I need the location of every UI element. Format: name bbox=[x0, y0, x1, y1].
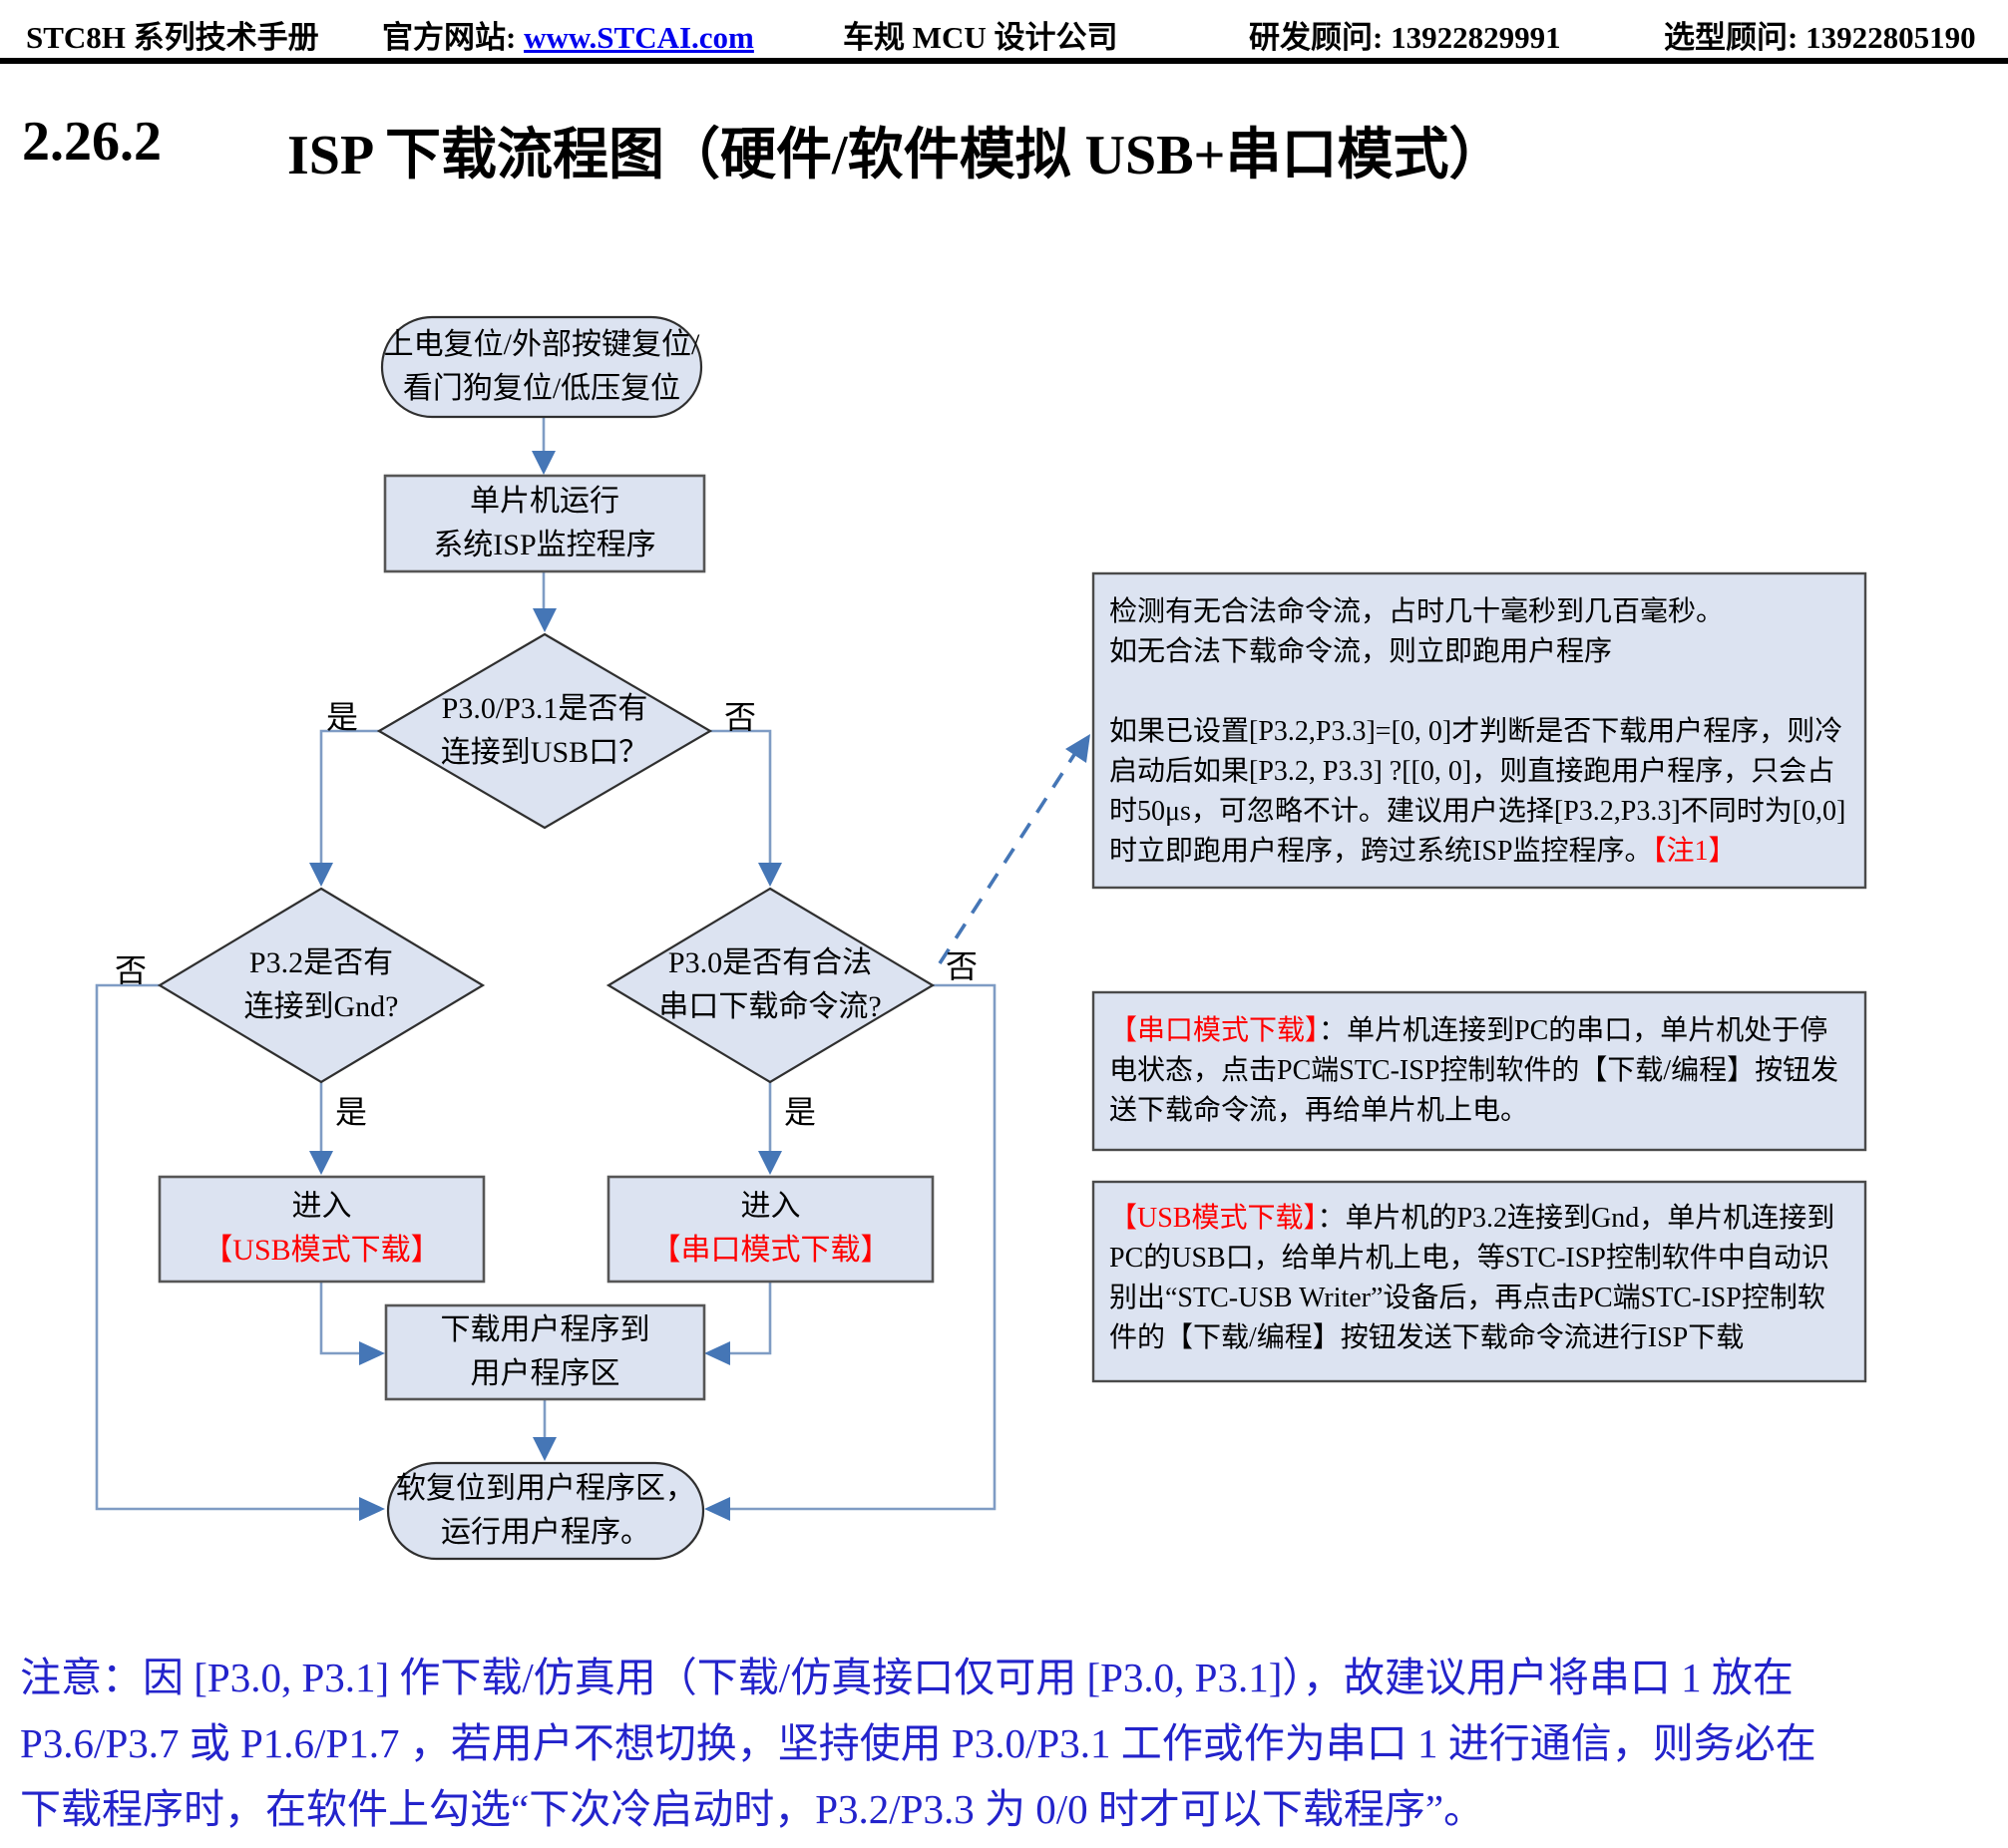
decision-serial-line1: P3.0是否有合法 bbox=[667, 946, 873, 979]
decision-usb-label: P3.0/P3.1是否有 连接到USB口？ bbox=[395, 687, 694, 775]
run-isp-line2: 系统ISP监控程序 bbox=[433, 529, 656, 561]
serial-mode-para: 【串口模式下载】：单片机连接到PC的串口，单片机处于停电状态，点击PC端STC-… bbox=[1109, 1011, 1851, 1131]
note1-p1: 检测有无合法命令流，占时几十毫秒到几百毫秒。 bbox=[1109, 596, 1725, 627]
soft-reset-line2: 运行用户程序。 bbox=[441, 1516, 650, 1549]
decision-usb-line2: 连接到USB口？ bbox=[440, 736, 649, 769]
download-line2: 用户程序区 bbox=[470, 1357, 620, 1390]
annotation-usb-text: 【USB模式下载】：单片机的P3.2连接到Gnd，单片机连接到PC的USB口，给… bbox=[1109, 1199, 1851, 1358]
website-link[interactable]: www.STCAI.com bbox=[524, 20, 754, 55]
connector-serial-to-download bbox=[728, 1282, 772, 1355]
note-line3: 下载程序时，在软件上勾选“下次冷启动时，P3.2/P3.3 为 0/0 时才可以… bbox=[20, 1786, 1485, 1832]
enter-serial-node-label: 进入 【串口模式下载】 bbox=[608, 1185, 933, 1273]
decision-usb-shape bbox=[376, 632, 713, 830]
enter-usb-line1: 进入 bbox=[291, 1190, 352, 1223]
connector-dgnd-no bbox=[95, 983, 361, 1511]
soft-reset-node-shape bbox=[386, 1461, 705, 1561]
usb-mode-para: 【USB模式下载】：单片机的P3.2连接到Gnd，单片机连接到PC的USB口，给… bbox=[1109, 1199, 1851, 1358]
label-dusb-no: 否 bbox=[724, 699, 757, 735]
arrowhead bbox=[359, 1497, 385, 1521]
annotation-note1-box bbox=[1091, 571, 1867, 890]
download-node-label: 下载用户程序到 用户程序区 bbox=[386, 1308, 704, 1396]
run-isp-node-label: 单片机运行 系统ISP监控程序 bbox=[385, 480, 704, 567]
start-line2: 看门狗复位/低压复位 bbox=[402, 372, 681, 405]
arrowhead bbox=[704, 1497, 730, 1521]
arrowhead bbox=[532, 451, 556, 475]
note1-gap bbox=[1109, 672, 1851, 712]
arrowhead bbox=[309, 1151, 333, 1175]
arrowhead bbox=[359, 1341, 385, 1365]
website-label: 官方网站: bbox=[382, 20, 517, 55]
connector-dusb-no bbox=[710, 729, 772, 865]
note-line2: P3.6/P3.7 或 P1.6/P1.7 ，若用户不想切换，坚持使用 P3.0… bbox=[20, 1720, 1816, 1766]
usb-mode-title: 【USB模式下载】 bbox=[1109, 1203, 1318, 1234]
decision-usb-line1: P3.0/P3.1是否有 bbox=[441, 692, 648, 725]
connector-dusb-yes bbox=[319, 729, 379, 865]
section-title: ISP 下载流程图（硬件/软件模拟 USB+串口模式） bbox=[287, 125, 1505, 186]
arrowhead bbox=[758, 863, 782, 887]
serial-mode-body: ：单片机连接到PC的串口，单片机处于停电状态，点击PC端STC-ISP控制软件的… bbox=[1109, 1015, 1839, 1126]
manual-title: STC8H 系列技术手册 bbox=[26, 20, 319, 55]
enter-serial-node-shape bbox=[606, 1175, 935, 1284]
note1-p2: 如无合法下载命令流，则立即跑用户程序 bbox=[1109, 636, 1613, 667]
header-divider bbox=[0, 58, 2008, 64]
annotation-serial-box bbox=[1091, 990, 1867, 1152]
enter-usb-line2: 【USB模式下载】 bbox=[202, 1234, 441, 1267]
soft-reset-node-label: 软复位到用户程序区， 运行用户程序。 bbox=[388, 1467, 703, 1555]
start-node-shape bbox=[380, 315, 703, 419]
download-node-shape bbox=[384, 1303, 706, 1401]
note1-p3: 如果已设置[P3.2,P3.3]=[0, 0]才判断是否下载用户程序，则冷启动后… bbox=[1109, 712, 1851, 872]
run-isp-node-shape bbox=[383, 474, 706, 573]
label-dgnd-no: 否 bbox=[115, 952, 148, 988]
arrowhead bbox=[309, 863, 333, 887]
usb-mode-body: ：单片机的P3.2连接到Gnd，单片机连接到PC的USB口，给单片机上电，等ST… bbox=[1109, 1203, 1835, 1353]
note1-p3-body: 如果已设置[P3.2,P3.3]=[0, 0]才判断是否下载用户程序，则冷启动后… bbox=[1109, 716, 1846, 867]
decision-gnd-line2: 连接到Gnd? bbox=[243, 990, 399, 1023]
label-dserial-no: 否 bbox=[946, 948, 979, 984]
arrowhead bbox=[533, 1437, 557, 1461]
decision-gnd-line1: P3.2是否有 bbox=[248, 946, 394, 979]
decision-gnd-shape bbox=[157, 887, 486, 1084]
dashed-callout-arrowhead bbox=[1065, 734, 1090, 763]
selection-contact: 选型顾问: 13922805190 bbox=[1664, 20, 1976, 55]
enter-usb-node-shape bbox=[158, 1175, 486, 1284]
decision-serial-line2: 串口下载命令流? bbox=[658, 990, 882, 1023]
rd-contact: 研发顾问: 13922829991 bbox=[1249, 20, 1561, 55]
connector-usb-to-download bbox=[319, 1282, 361, 1355]
dashed-callout-line bbox=[938, 749, 1079, 964]
annotation-note1-text: 检测有无合法命令流，占时几十毫秒到几百毫秒。 如无合法下载命令流，则立即跑用户程… bbox=[1109, 592, 1851, 872]
decision-serial-label: P3.0是否有合法 串口下载命令流? bbox=[628, 941, 912, 1029]
label-dserial-yes: 是 bbox=[784, 1094, 817, 1130]
start-line1: 上电复位/外部按键复位/ bbox=[383, 328, 700, 361]
website-block: 官方网站: www.STCAI.com bbox=[382, 12, 754, 57]
enter-serial-line2: 【串口模式下载】 bbox=[650, 1234, 891, 1267]
note1-ref: 【注1】 bbox=[1652, 836, 1737, 867]
label-dgnd-yes: 是 bbox=[335, 1094, 368, 1130]
decision-serial-shape bbox=[605, 887, 936, 1084]
arrowhead bbox=[533, 608, 557, 632]
section-number: 2.26.2 bbox=[22, 111, 162, 173]
arrowhead bbox=[704, 1341, 730, 1365]
decision-gnd-label: P3.2是否有 连接到Gnd? bbox=[180, 941, 463, 1029]
enter-serial-line1: 进入 bbox=[740, 1190, 801, 1223]
annotation-usb-box bbox=[1091, 1180, 1867, 1383]
company-name: 车规 MCU 设计公司 bbox=[843, 20, 1118, 55]
connector-dserial-no bbox=[728, 983, 997, 1511]
soft-reset-line1: 软复位到用户程序区， bbox=[396, 1472, 695, 1505]
start-node-label: 上电复位/外部按键复位/ 看门狗复位/低压复位 bbox=[382, 323, 701, 411]
run-isp-line1: 单片机运行 bbox=[470, 485, 619, 518]
label-dusb-yes: 是 bbox=[326, 699, 359, 735]
note-line1: 注意：因 [P3.0, P3.1] 作下载/仿真用（下载/仿真接口仅可用 [P3… bbox=[20, 1655, 1794, 1700]
serial-mode-title: 【串口模式下载】 bbox=[1109, 1015, 1320, 1046]
download-line1: 下载用户程序到 bbox=[440, 1313, 650, 1346]
enter-usb-node-label: 进入 【USB模式下载】 bbox=[160, 1185, 484, 1273]
annotation-serial-text: 【串口模式下载】：单片机连接到PC的串口，单片机处于停电状态，点击PC端STC-… bbox=[1109, 1011, 1851, 1131]
arrowhead bbox=[758, 1151, 782, 1175]
